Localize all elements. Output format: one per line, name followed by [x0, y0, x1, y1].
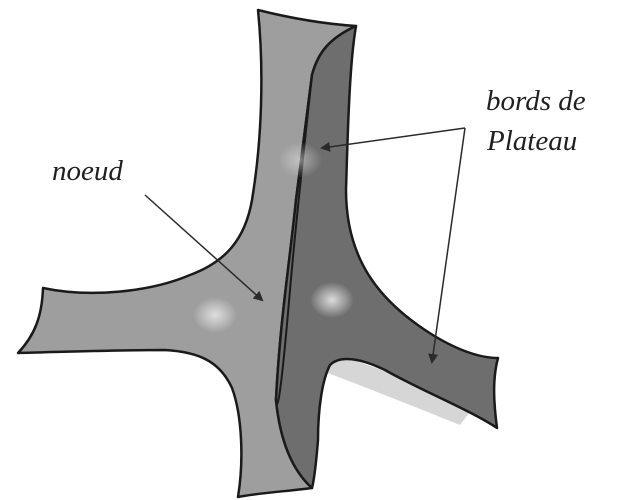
highlight-center	[310, 282, 354, 318]
plateau-label-line2: Plateau	[487, 125, 577, 158]
highlight-top	[278, 142, 322, 178]
highlight-left	[193, 297, 237, 333]
node-label: noeud	[52, 155, 123, 188]
plateau-arrow-2	[432, 128, 465, 362]
plateau-label-line1: bords de	[486, 85, 586, 118]
